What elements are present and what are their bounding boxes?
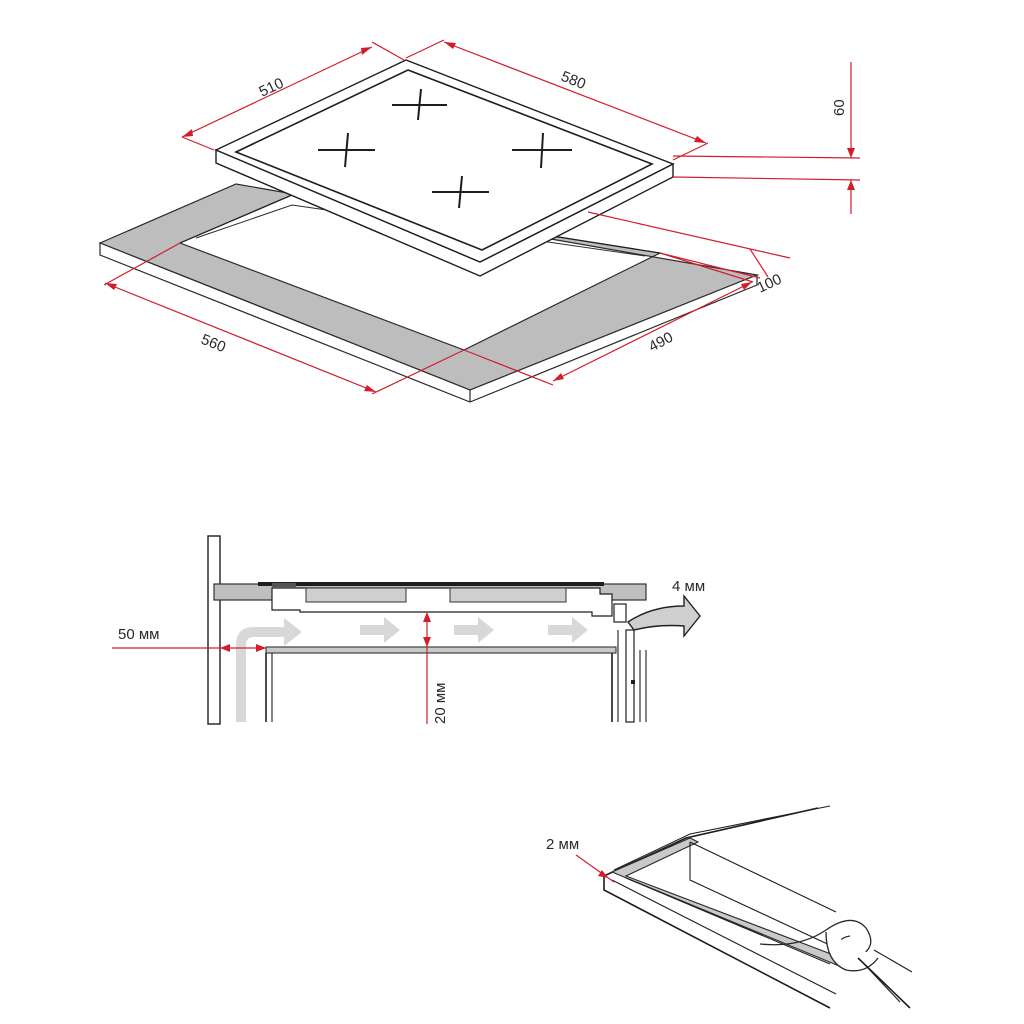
back-wall <box>207 535 221 725</box>
burner-back <box>392 88 447 121</box>
dimension-label-560: 560 <box>199 331 229 356</box>
dimension-label-580: 580 <box>559 68 589 93</box>
gap-under-label: 20 мм <box>432 683 449 724</box>
dimension-60: 60 <box>672 62 861 214</box>
exhaust-arrow <box>626 594 701 638</box>
gap-front-dimension: 4 мм <box>672 578 705 595</box>
burner-left <box>318 132 375 168</box>
dimension-label-60: 60 <box>831 99 848 116</box>
hob <box>214 59 675 277</box>
figure-hob-cutout: 510 580 60 100 <box>98 39 861 403</box>
hob-glass <box>258 582 604 586</box>
seal-thickness-label: 2 мм <box>546 836 579 853</box>
burner-front <box>432 175 489 209</box>
cabinet-door <box>625 629 635 723</box>
airflow-arrows <box>236 594 701 722</box>
dimension-label-100: 100 <box>755 271 785 297</box>
burner-right <box>512 132 572 169</box>
seal-thickness-dimension: 2 мм <box>546 836 615 883</box>
gap-front-label: 4 мм <box>672 578 705 595</box>
gap-back-label: 50 мм <box>118 626 159 643</box>
gap-under-dimension: 20 мм <box>423 612 449 724</box>
cabinet-shelf <box>265 646 617 654</box>
figure-seal: 2 мм <box>546 805 913 1009</box>
figure-ventilation: 50 мм 20 мм 4 мм <box>112 535 705 725</box>
dimension-label-510: 510 <box>257 75 287 101</box>
gap-back-dimension: 50 мм <box>112 626 266 652</box>
